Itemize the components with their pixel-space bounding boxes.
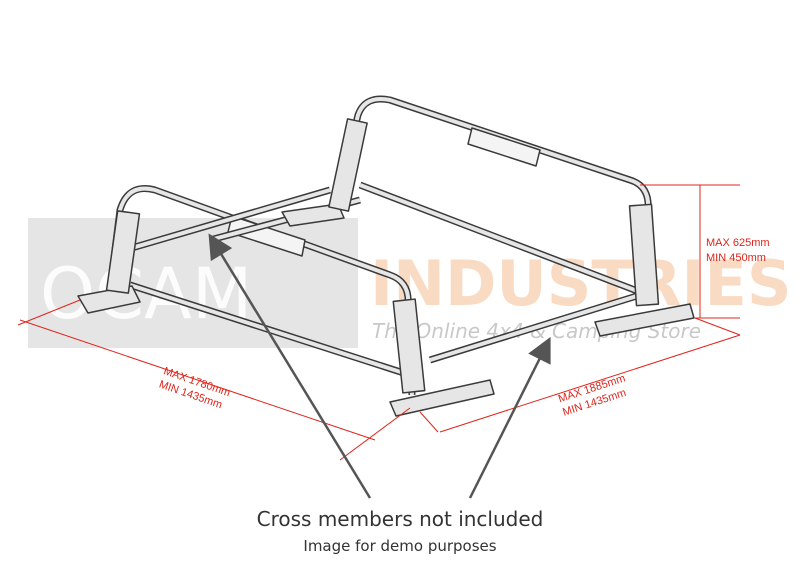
length-ext-right [339, 407, 411, 461]
foot-front-right [389, 379, 495, 417]
caption-sub: Image for demo purposes [303, 537, 497, 555]
rear-hoop [336, 95, 652, 300]
caption-main: Cross members not included [256, 507, 544, 531]
width-ext-left [419, 411, 439, 433]
height-min-label: MIN 450mm [706, 252, 766, 264]
arrow-left [208, 233, 372, 499]
width-ext-right [694, 317, 741, 336]
front-hoop [106, 185, 416, 396]
rack-frame [77, 95, 695, 417]
watermark-brand-left: OCAM [40, 253, 252, 335]
length-ext-left [17, 299, 81, 326]
watermark-brand-right: INDUSTRIES [370, 247, 792, 320]
arrow-right [468, 336, 551, 499]
dimension-lines [17, 184, 741, 461]
foot-rear-right [594, 303, 695, 337]
foot-rear-left [281, 203, 345, 227]
uprights [105, 118, 660, 394]
width-dim-line [439, 334, 741, 433]
height-max-label: MAX 625mm [706, 237, 770, 249]
length-dim-line [19, 319, 376, 441]
cross-member-arrows [208, 233, 551, 499]
